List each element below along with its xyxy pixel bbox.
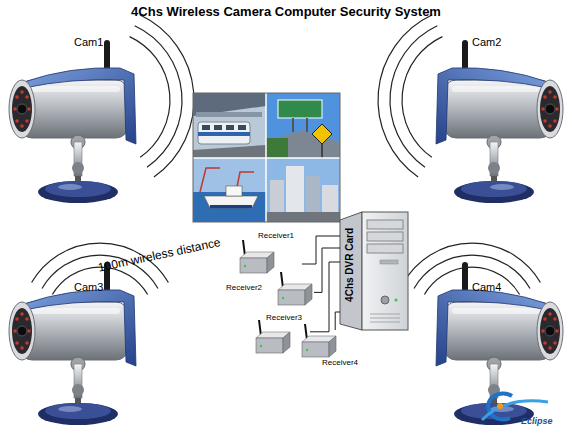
camera-illustration [378,15,563,203]
logo-dot [497,403,503,409]
photo-collage [193,93,340,222]
signal-cable [302,236,340,264]
train-window [202,125,210,130]
watermark: Eclipse [521,417,553,427]
ship-hull [204,196,258,208]
signal-cable [314,248,340,292]
dvr-computer: 4Chs DVR Card [340,212,408,328]
receiver-illustration [302,324,336,357]
train-stripe [198,132,250,136]
camera-node: Cam2 [430,36,566,196]
warning-sign [312,124,332,144]
sign-post [306,118,308,132]
train-window [226,125,234,130]
drive-bay [367,244,403,253]
receiver-illustration [256,320,290,353]
logo-swirl [488,393,512,419]
camera-node: Cam4 [430,280,566,420]
power-led [395,299,398,302]
camera-label: Cam1 [74,36,103,48]
tower-side [340,212,362,330]
ship-stripe [210,205,252,208]
train [198,122,250,144]
camera-illustration [404,243,563,425]
camera-node: Cam3 [8,280,142,420]
camera-label: Cam2 [472,36,501,48]
computer-tower [340,212,408,330]
station-beam [196,112,262,117]
photo-frame [193,93,340,222]
signal-cable [310,262,340,332]
camera-illustration [9,243,168,425]
station-roof [193,93,266,116]
camera-label: Cam3 [74,281,103,293]
water [193,192,266,222]
train-window [238,125,246,130]
camera-label: Cam4 [472,281,501,293]
photo-divider [193,157,340,159]
receiver-node: Receiver1 [236,231,302,275]
drive-bay [367,220,403,229]
road-sign [278,100,322,118]
receiver-label: Receiver4 [322,359,358,368]
receiver-label: Receiver3 [266,314,302,323]
street [266,212,340,222]
sign-pole [321,144,323,158]
vent [370,314,400,322]
camera-illustration [9,15,194,203]
photo-highway [266,93,340,158]
receiver-node: Receiver3 [252,312,310,356]
platform [193,145,266,158]
floppy-slot [380,260,398,264]
signal-cable [335,312,340,330]
train-window [214,125,222,130]
sign-post [292,118,294,132]
ship-cabin [226,186,242,196]
receiver-illustration [240,240,274,273]
photo-port [193,158,266,222]
camera-node: Cam1 [8,36,142,196]
power-button [381,296,389,304]
drive-bay [367,232,403,241]
diagram-title: 4Chs Wireless Camera Computer Security S… [0,4,572,19]
trees [266,138,288,158]
receiver-node: Receiver2 [224,272,314,306]
tower-front [362,212,408,330]
photo-station [193,93,266,158]
receiver-label: Receiver2 [226,284,262,293]
photo-city [266,158,340,222]
receiver-illustration [278,272,312,305]
receiver-label: Receiver1 [258,232,294,241]
receiver-node: Receiver4 [298,330,360,372]
dvr-card-label: 4Chs DVR Card [344,228,355,302]
